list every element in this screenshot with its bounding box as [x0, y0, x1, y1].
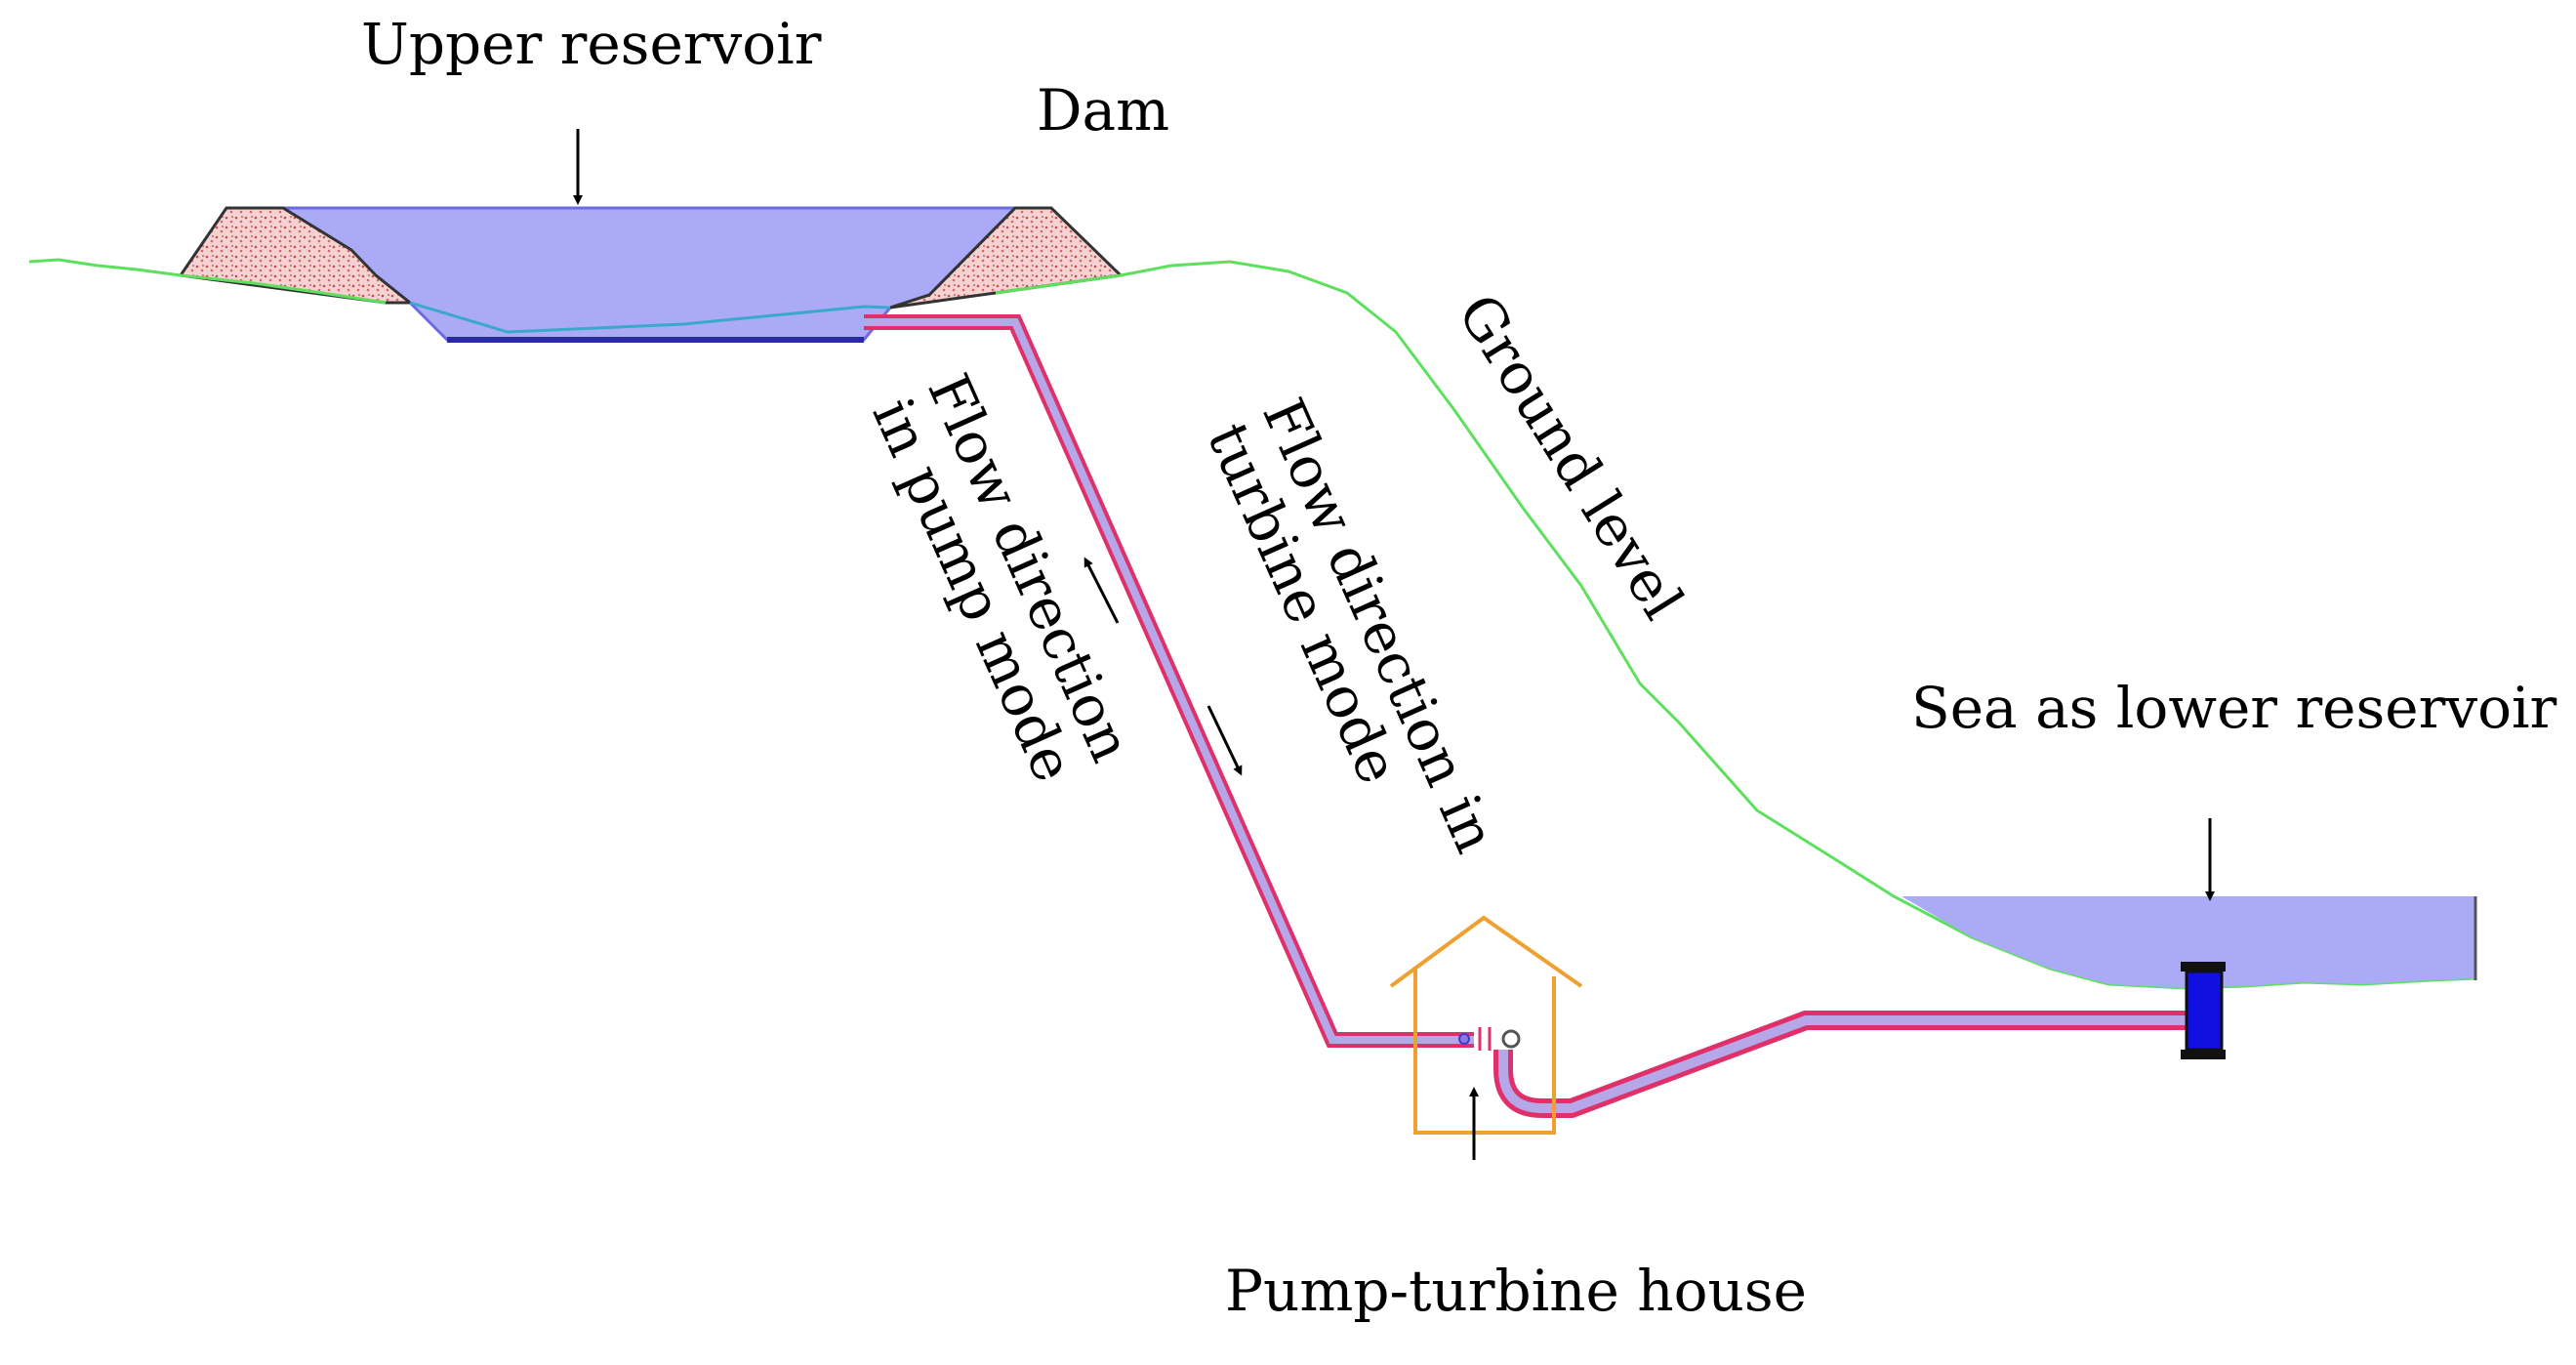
pump-turbine-unit-icon: [1501, 1029, 1521, 1049]
valve-icon: [1458, 1033, 1470, 1045]
turbine-flow-arrow: [1206, 705, 1243, 776]
pump-turbine-house: [1389, 915, 1583, 1135]
sea-water: [1901, 896, 2475, 988]
penstock-pipe-inner: [864, 318, 1474, 1044]
dam-label: Dam: [1037, 77, 1169, 144]
ground-line-left: [28, 258, 387, 305]
left-dam: [178, 206, 415, 305]
upper-reservoir-label: Upper reservoir: [361, 11, 822, 77]
pump-flow-arrow: [1084, 557, 1120, 624]
pump-mode-label-group: Flow direction in pump mode: [860, 364, 1145, 791]
sea-outlet-structure: [2181, 962, 2226, 1059]
ground-line-right: [995, 260, 2476, 990]
tailrace-pipe-inner: [1498, 1015, 2194, 1113]
turbine-mode-label-group: Flow direction in turbine mode: [1195, 389, 1509, 862]
ground-level-label: Ground level: [1445, 282, 1697, 630]
pump-turbine-house-label: Pump-turbine house: [1225, 1258, 1807, 1324]
ground-line-reservoir: [409, 301, 891, 334]
sea-lower-reservoir-label: Sea as lower reservoir: [1911, 675, 2557, 741]
